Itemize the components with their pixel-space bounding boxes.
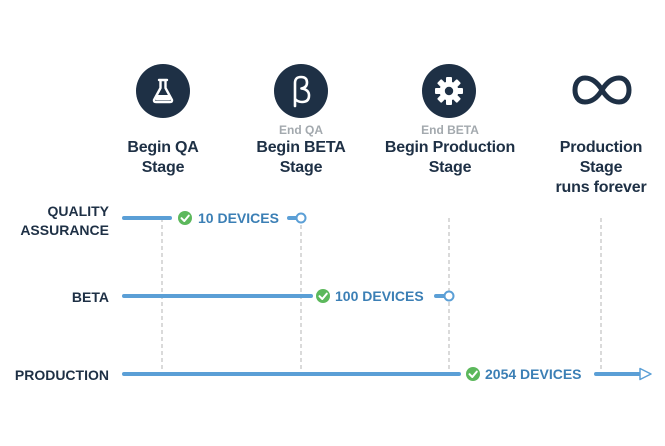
stage-pre-text: End BETA (421, 123, 479, 137)
stage-begin-beta: End QA Begin BETA Stage (231, 122, 371, 178)
stage-begin-qa: Begin QA Stage (103, 122, 223, 178)
check-icon (466, 367, 480, 381)
row-label-line2: ASSURANCE (20, 222, 109, 238)
check-icon (178, 211, 192, 225)
beta-icon (274, 64, 328, 118)
stage-title-line1: Begin QA (127, 139, 199, 156)
stage-production-forever: Production Stage runs forever (540, 138, 662, 198)
stage-title-line2: Stage (428, 159, 472, 176)
gear-icon (422, 64, 476, 118)
row-label-line1: BETA (71, 289, 109, 305)
flask-icon (136, 64, 190, 118)
stage-title-line2: Stage (279, 159, 323, 176)
arrow-right-icon (639, 367, 652, 381)
infinity-icon (572, 72, 632, 108)
stage-title-line1: Begin Production (384, 139, 516, 156)
row-label-quality-assurance: QUALITY ASSURANCE (0, 202, 109, 240)
check-icon (316, 289, 330, 303)
stage-title-line2: Stage (579, 159, 623, 176)
track-production: 2054 DEVICES (122, 366, 652, 382)
device-count-production: 2054 DEVICES (485, 366, 582, 382)
device-count-qa: 10 DEVICES (198, 210, 279, 226)
row-label-production: PRODUCTION (0, 366, 109, 385)
stage-begin-production: End BETA Begin Production Stage (368, 122, 532, 178)
stage-title-line2: Stage (141, 159, 185, 176)
track-beta: 100 DEVICES (122, 288, 455, 304)
end-node (295, 212, 307, 224)
row-label-line1: QUALITY (47, 203, 109, 219)
stage-title-line3: runs forever (555, 179, 647, 196)
end-node (443, 290, 455, 302)
row-label-beta: BETA (0, 288, 109, 307)
track-quality-assurance: 10 DEVICES (122, 210, 307, 226)
stage-title-line1: Begin BETA (256, 139, 346, 156)
stage-pre-text: End QA (279, 123, 323, 137)
device-count-beta: 100 DEVICES (335, 288, 424, 304)
row-label-line1: PRODUCTION (14, 367, 109, 383)
stage-title-line1: Production (559, 139, 643, 156)
